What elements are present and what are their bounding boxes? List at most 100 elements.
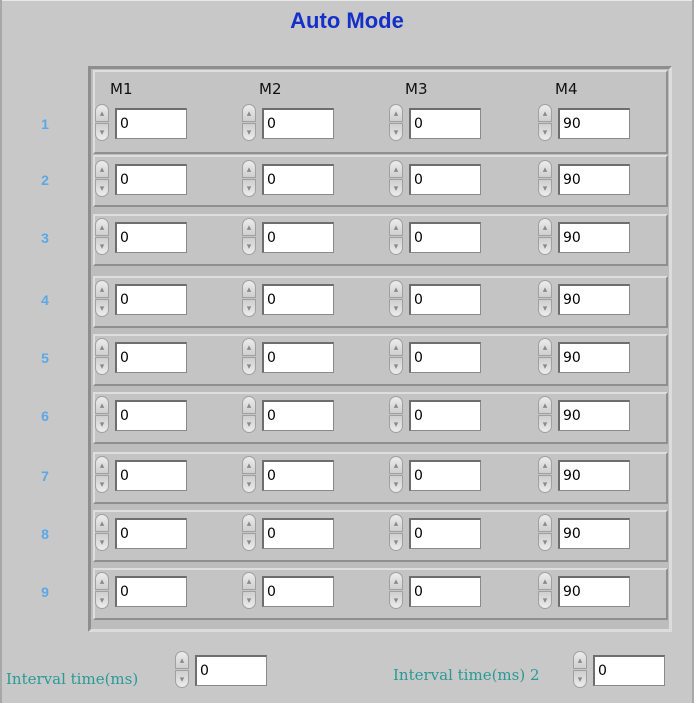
decrement-arrow-icon[interactable]: ▾	[242, 591, 256, 609]
numeric-m4-field[interactable]: 90	[558, 518, 630, 549]
numeric-m3-field[interactable]: 0	[409, 576, 481, 607]
decrement-arrow-icon[interactable]: ▾	[242, 237, 256, 255]
increment-arrow-icon[interactable]: ▴	[389, 396, 403, 414]
increment-arrow-icon[interactable]: ▴	[389, 160, 403, 178]
increment-arrow-icon[interactable]: ▴	[389, 456, 403, 474]
increment-arrow-icon[interactable]: ▴	[242, 514, 256, 532]
increment-arrow-icon[interactable]: ▴	[242, 338, 256, 356]
increment-arrow-icon[interactable]: ▴	[538, 280, 552, 298]
numeric-m4-spinner[interactable]: ▴▾	[538, 160, 552, 198]
decrement-arrow-icon[interactable]: ▾	[538, 591, 552, 609]
increment-arrow-icon[interactable]: ▴	[538, 160, 552, 178]
decrement-arrow-icon[interactable]: ▾	[538, 415, 552, 433]
decrement-arrow-icon[interactable]: ▾	[538, 237, 552, 255]
increment-arrow-icon[interactable]: ▴	[242, 218, 256, 236]
increment-arrow-icon[interactable]: ▴	[573, 651, 587, 669]
numeric-m2-spinner[interactable]: ▴▾	[242, 218, 256, 256]
numeric-m1-spinner[interactable]: ▴▾	[95, 514, 109, 552]
decrement-arrow-icon[interactable]: ▾	[538, 299, 552, 317]
numeric-m4-spinner[interactable]: ▴▾	[538, 218, 552, 256]
numeric-m3-spinner[interactable]: ▴▾	[389, 396, 403, 434]
numeric-m4-spinner[interactable]: ▴▾	[538, 456, 552, 494]
numeric-m2-spinner[interactable]: ▴▾	[242, 160, 256, 198]
numeric-m3-spinner[interactable]: ▴▾	[389, 456, 403, 494]
numeric-m3-spinner[interactable]: ▴▾	[389, 514, 403, 552]
increment-arrow-icon[interactable]: ▴	[389, 514, 403, 532]
numeric-m2-field[interactable]: 0	[262, 108, 334, 139]
numeric-m2-field[interactable]: 0	[262, 164, 334, 195]
increment-arrow-icon[interactable]: ▴	[95, 218, 109, 236]
decrement-arrow-icon[interactable]: ▾	[95, 237, 109, 255]
decrement-arrow-icon[interactable]: ▾	[538, 357, 552, 375]
numeric-m4-spinner[interactable]: ▴▾	[538, 396, 552, 434]
numeric-m2-spinner[interactable]: ▴▾	[242, 280, 256, 318]
numeric-m4-field[interactable]: 90	[558, 284, 630, 315]
numeric-m4-field[interactable]: 90	[558, 164, 630, 195]
numeric-m1-spinner[interactable]: ▴▾	[95, 456, 109, 494]
numeric-m2-spinner[interactable]: ▴▾	[242, 572, 256, 610]
numeric-m1-field[interactable]: 0	[115, 518, 187, 549]
increment-arrow-icon[interactable]: ▴	[538, 338, 552, 356]
numeric-m4-spinner[interactable]: ▴▾	[538, 280, 552, 318]
numeric-m2-field[interactable]: 0	[262, 400, 334, 431]
decrement-arrow-icon[interactable]: ▾	[242, 123, 256, 141]
increment-arrow-icon[interactable]: ▴	[538, 104, 552, 122]
numeric-m1-spinner[interactable]: ▴▾	[95, 572, 109, 610]
numeric-m4-field[interactable]: 90	[558, 108, 630, 139]
numeric-m1-spinner[interactable]: ▴▾	[95, 396, 109, 434]
numeric-m1-field[interactable]: 0	[115, 576, 187, 607]
increment-arrow-icon[interactable]: ▴	[95, 572, 109, 590]
decrement-arrow-icon[interactable]: ▾	[242, 475, 256, 493]
numeric-m2-field[interactable]: 0	[262, 342, 334, 373]
numeric-m2-field[interactable]: 0	[262, 518, 334, 549]
decrement-arrow-icon[interactable]: ▾	[95, 591, 109, 609]
numeric-m2-field[interactable]: 0	[262, 460, 334, 491]
decrement-arrow-icon[interactable]: ▾	[389, 475, 403, 493]
increment-arrow-icon[interactable]: ▴	[242, 160, 256, 178]
interval-time-spinner[interactable]: ▴▾	[175, 651, 189, 689]
increment-arrow-icon[interactable]: ▴	[538, 572, 552, 590]
decrement-arrow-icon[interactable]: ▾	[95, 475, 109, 493]
numeric-m3-field[interactable]: 0	[409, 460, 481, 491]
numeric-m1-spinner[interactable]: ▴▾	[95, 338, 109, 376]
decrement-arrow-icon[interactable]: ▾	[538, 179, 552, 197]
increment-arrow-icon[interactable]: ▴	[95, 514, 109, 532]
numeric-m1-field[interactable]: 0	[115, 342, 187, 373]
numeric-m3-field[interactable]: 0	[409, 108, 481, 139]
increment-arrow-icon[interactable]: ▴	[95, 456, 109, 474]
numeric-m2-spinner[interactable]: ▴▾	[242, 514, 256, 552]
decrement-arrow-icon[interactable]: ▾	[389, 179, 403, 197]
decrement-arrow-icon[interactable]: ▾	[389, 533, 403, 551]
decrement-arrow-icon[interactable]: ▾	[538, 123, 552, 141]
increment-arrow-icon[interactable]: ▴	[95, 396, 109, 414]
increment-arrow-icon[interactable]: ▴	[242, 104, 256, 122]
interval-time-2-spinner[interactable]: ▴▾	[573, 651, 587, 689]
numeric-m2-field[interactable]: 0	[262, 284, 334, 315]
numeric-m4-field[interactable]: 90	[558, 460, 630, 491]
numeric-m3-field[interactable]: 0	[409, 518, 481, 549]
increment-arrow-icon[interactable]: ▴	[242, 456, 256, 474]
increment-arrow-icon[interactable]: ▴	[175, 651, 189, 669]
increment-arrow-icon[interactable]: ▴	[389, 338, 403, 356]
numeric-m2-field[interactable]: 0	[262, 576, 334, 607]
numeric-m2-spinner[interactable]: ▴▾	[242, 396, 256, 434]
numeric-m2-field[interactable]: 0	[262, 222, 334, 253]
numeric-m1-field[interactable]: 0	[115, 284, 187, 315]
numeric-m4-field[interactable]: 90	[558, 576, 630, 607]
increment-arrow-icon[interactable]: ▴	[538, 514, 552, 532]
decrement-arrow-icon[interactable]: ▾	[389, 357, 403, 375]
increment-arrow-icon[interactable]: ▴	[242, 572, 256, 590]
decrement-arrow-icon[interactable]: ▾	[538, 533, 552, 551]
numeric-m1-field[interactable]: 0	[115, 400, 187, 431]
increment-arrow-icon[interactable]: ▴	[242, 280, 256, 298]
numeric-m3-spinner[interactable]: ▴▾	[389, 104, 403, 142]
numeric-m1-spinner[interactable]: ▴▾	[95, 104, 109, 142]
numeric-m3-field[interactable]: 0	[409, 222, 481, 253]
increment-arrow-icon[interactable]: ▴	[242, 396, 256, 414]
numeric-m4-field[interactable]: 90	[558, 400, 630, 431]
decrement-arrow-icon[interactable]: ▾	[573, 670, 587, 688]
numeric-m1-field[interactable]: 0	[115, 222, 187, 253]
increment-arrow-icon[interactable]: ▴	[95, 280, 109, 298]
increment-arrow-icon[interactable]: ▴	[389, 572, 403, 590]
numeric-m1-field[interactable]: 0	[115, 460, 187, 491]
